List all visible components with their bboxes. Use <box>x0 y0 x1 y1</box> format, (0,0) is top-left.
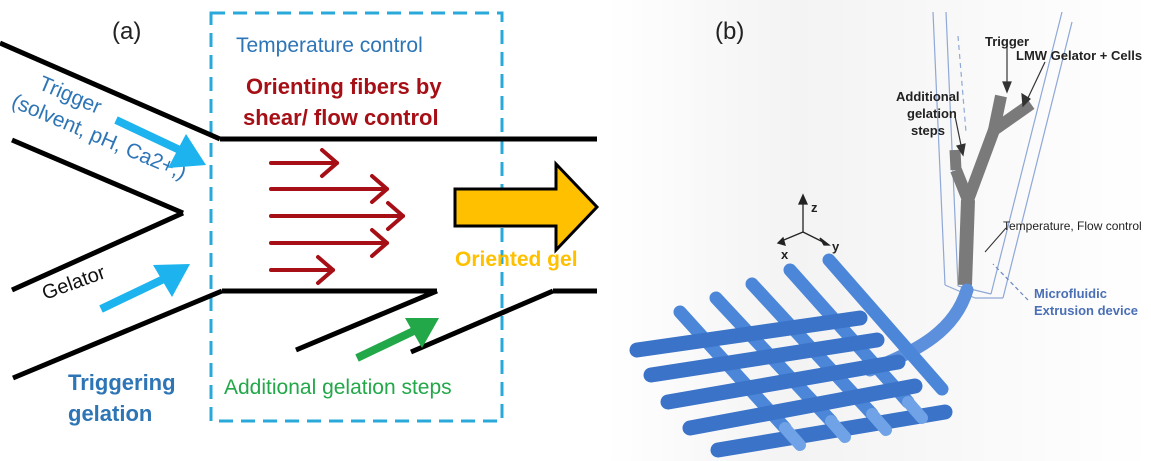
flow-arrow-1 <box>269 148 339 178</box>
oriented-gel-label: Oriented gel <box>455 248 578 271</box>
panel-b: (b) Trigg <box>605 0 1151 461</box>
y-channel <box>949 94 1035 286</box>
flow-arrow-2 <box>269 174 389 204</box>
microfluidic-line1: Microfluidic <box>1034 286 1107 301</box>
microfluidic-line2: Extrusion device <box>1034 303 1138 318</box>
orienting-line1: Orienting fibers by <box>246 74 442 99</box>
channel-walls <box>0 40 597 381</box>
orienting-line2: shear/ flow control <box>243 105 439 130</box>
gelator-label: Gelator <box>39 261 108 304</box>
panel-a: (a) Temperature control Orienting fibers… <box>0 11 600 426</box>
temp-flow-label: Temperature, Flow control <box>1003 219 1142 233</box>
additional-line1-b: Additional <box>896 89 960 104</box>
scaffold-top-layer <box>629 310 953 458</box>
gelator-arrow <box>99 264 190 313</box>
additional-steps-label: Additional gelation steps <box>224 376 452 399</box>
flow-arrow-5 <box>269 255 335 285</box>
axes-icon <box>776 193 831 246</box>
flow-arrow-3 <box>269 201 405 231</box>
trigger-arrow <box>114 116 206 168</box>
flow-arrows <box>269 148 405 285</box>
trigger-label-b: Trigger <box>985 34 1029 49</box>
axis-y-label: y <box>832 239 840 254</box>
flow-arrow-4 <box>269 228 389 258</box>
axis-x-label: x <box>781 247 789 262</box>
additional-line2-b: gelation <box>907 106 957 121</box>
additional-steps-arrow <box>355 318 439 362</box>
panel-b-label: (b) <box>715 18 744 45</box>
extrusion-device <box>932 11 1073 299</box>
additional-line3-b: steps <box>911 123 945 138</box>
pointer-lines <box>954 46 1046 301</box>
triggering-line2: gelation <box>68 401 152 426</box>
temperature-control-label: Temperature control <box>236 34 423 57</box>
lmw-gelator-label: LMW Gelator + Cells <box>1016 48 1142 63</box>
panel-a-label: (a) <box>112 18 141 45</box>
axis-z-label: z <box>811 200 818 215</box>
triggering-line1: Triggering <box>68 370 176 395</box>
oriented-gel-arrow <box>453 160 600 254</box>
scaffold-bottom-layer-ends <box>779 396 928 451</box>
